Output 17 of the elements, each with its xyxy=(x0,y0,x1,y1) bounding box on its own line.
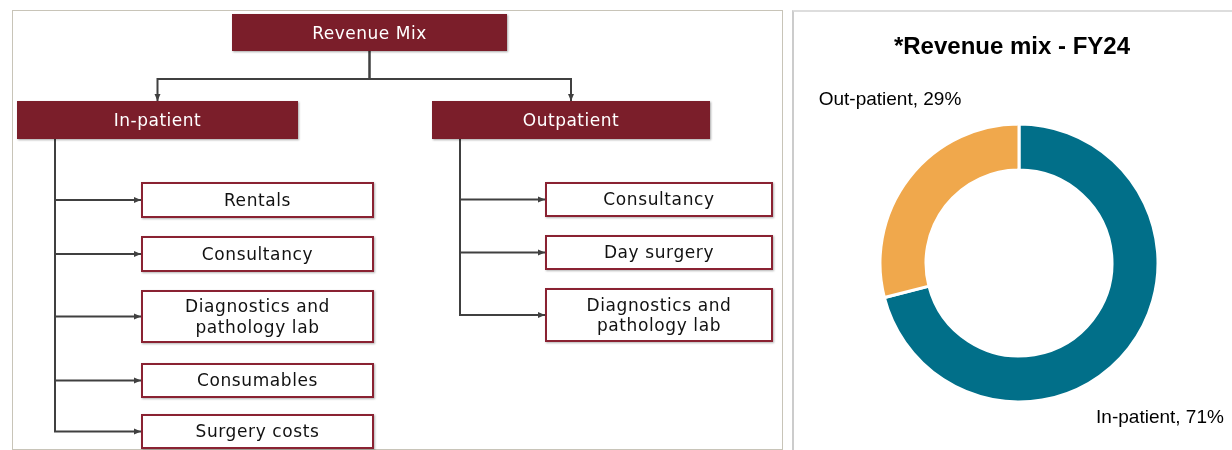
item-box: Rentals xyxy=(141,182,374,218)
item-box: Diagnostics and pathology lab xyxy=(545,288,773,342)
data-label: Out-patient, 29% xyxy=(817,88,963,111)
item-box: Consultancy xyxy=(141,236,374,272)
item-box: Diagnostics and pathology lab xyxy=(141,290,374,343)
item-box: Consultancy xyxy=(545,182,773,217)
category-box: In-patient xyxy=(17,101,298,139)
item-box: Day surgery xyxy=(545,235,773,270)
chart-title: *Revenue mix - FY24 xyxy=(892,32,1132,60)
connector-arrow xyxy=(368,50,574,102)
item-box: Consumables xyxy=(141,363,374,398)
category-box: Outpatient xyxy=(432,101,710,139)
item-box: Surgery costs xyxy=(141,414,374,449)
connector-arrow xyxy=(54,138,142,435)
connector-arrow xyxy=(459,138,546,318)
category-box: Revenue Mix xyxy=(232,14,507,51)
data-label: In-patient, 71% xyxy=(1095,406,1225,429)
